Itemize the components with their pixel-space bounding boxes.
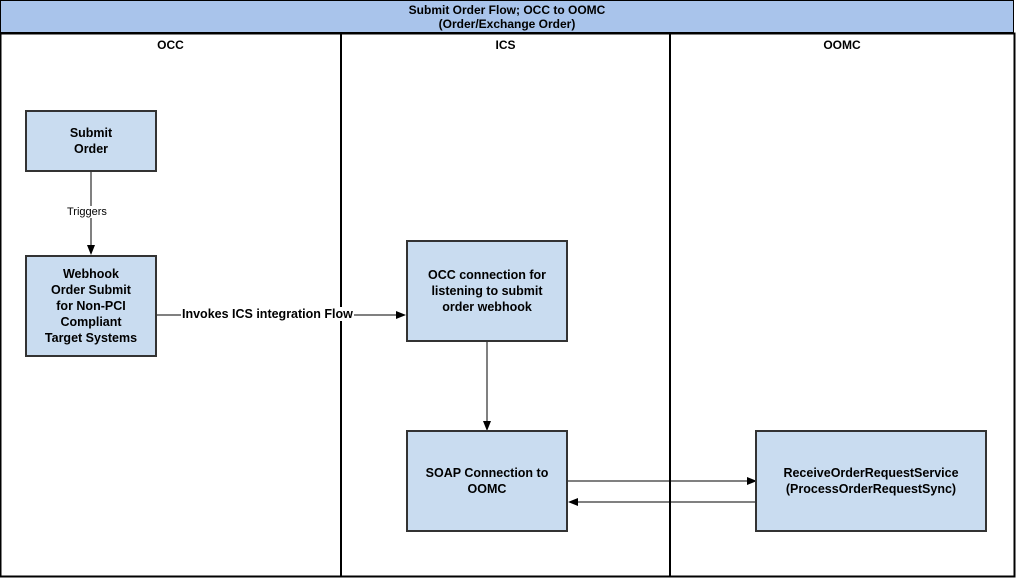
title-line-2: (Order/Exchange Order): [438, 17, 576, 31]
node-receive-order-service-label: ReceiveOrderRequestService (ProcessOrder…: [783, 466, 959, 496]
diagram-title: Submit Order Flow; OCC to OOMC (Order/Ex…: [0, 0, 1014, 33]
node-soap-connection[interactable]: SOAP Connection to OOMC: [406, 430, 568, 532]
node-submit-order[interactable]: Submit Order: [25, 110, 157, 172]
title-line-1: Submit Order Flow; OCC to OOMC: [408, 3, 606, 17]
node-webhook-label: Webhook Order Submit for Non-PCI Complia…: [44, 267, 138, 345]
lane-header-occ: OCC: [157, 38, 184, 52]
edge-label-invokes: Invokes ICS integration Flow: [181, 307, 354, 321]
node-occ-connection[interactable]: OCC connection for listening to submit o…: [406, 240, 568, 342]
lane-header-oomc: OOMC: [823, 38, 861, 52]
node-submit-order-label: Submit Order: [69, 126, 113, 156]
pool-border: [0, 32, 1016, 578]
node-occ-connection-label: OCC connection for listening to submit o…: [427, 268, 547, 314]
node-receive-order-service[interactable]: ReceiveOrderRequestService (ProcessOrder…: [755, 430, 987, 532]
node-webhook[interactable]: Webhook Order Submit for Non-PCI Complia…: [25, 255, 157, 357]
lane-header-ics: ICS: [495, 38, 516, 52]
node-soap-connection-label: SOAP Connection to OOMC: [425, 466, 549, 496]
edge-label-triggers: Triggers: [66, 206, 108, 218]
